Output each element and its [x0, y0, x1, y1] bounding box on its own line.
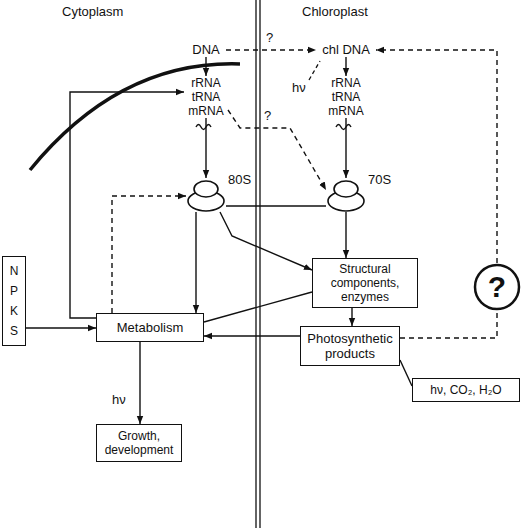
dna-label: DNA — [186, 42, 226, 57]
node-text: Metabolism — [103, 320, 197, 335]
dashed-connector — [376, 50, 497, 263]
rna-label: rRNA tRNA mRNA — [324, 76, 368, 118]
nuclear-envelope — [30, 64, 240, 170]
dna-label: chl DNA — [316, 42, 376, 57]
process-box: Metabolism — [96, 313, 204, 342]
node-text: rRNA tRNA mRNA — [184, 76, 228, 118]
connector — [345, 212, 346, 258]
connector — [195, 212, 196, 313]
input-box: hν, CO₂, H₂O — [412, 378, 520, 402]
connector — [345, 57, 346, 76]
connector — [226, 205, 326, 206]
ribosome-symbol — [186, 178, 226, 212]
connector — [400, 360, 412, 386]
edge-label: ? — [264, 30, 275, 46]
light-label: hν — [112, 392, 126, 408]
dashed-connector — [226, 49, 316, 50]
membrane-line — [259, 0, 260, 528]
connector — [220, 212, 312, 270]
ribosome-symbol — [326, 178, 366, 212]
process-box: Photosynthetic products — [300, 326, 400, 366]
small-subunit — [194, 181, 218, 197]
process-box: Growth, development — [96, 424, 182, 462]
connector — [204, 292, 312, 322]
node-text: 70S — [368, 172, 391, 188]
dashed-connector — [112, 196, 186, 313]
ribosome: 70S — [326, 178, 366, 212]
node-text: Photosynthetic products — [305, 331, 395, 361]
node-text: chl DNA — [316, 42, 376, 57]
small-subunit — [334, 181, 358, 197]
node-text: ? — [473, 263, 521, 311]
dashed-connector — [228, 110, 326, 190]
connector — [26, 327, 96, 328]
light-label: hν — [292, 80, 306, 96]
ribosome: 80S — [186, 178, 226, 212]
connector — [351, 308, 352, 326]
connector — [345, 118, 346, 178]
region-label: Chloroplast — [302, 4, 368, 20]
node-text: N P K S — [7, 261, 21, 341]
edge-label: ? — [262, 108, 273, 124]
rna-wave — [196, 125, 211, 130]
connector — [205, 118, 206, 178]
node-text: 80S — [228, 172, 251, 188]
rna-label: rRNA tRNA mRNA — [184, 76, 228, 118]
node-text: rRNA tRNA mRNA — [324, 76, 368, 118]
connector — [204, 335, 300, 336]
membrane-line — [255, 0, 256, 528]
region-label: Cytoplasm — [62, 4, 123, 20]
light-leader — [309, 61, 320, 80]
node-text: Growth, development — [101, 429, 177, 457]
question-circle: ? — [473, 263, 521, 311]
dashed-connector — [400, 311, 497, 338]
nutrient-box: N P K S — [2, 256, 26, 346]
rna-wave — [336, 125, 351, 130]
connector — [205, 57, 206, 76]
node-text: Structural components, enzymes — [316, 262, 414, 304]
node-text: hν, CO₂, H₂O — [417, 383, 515, 397]
node-text: DNA — [186, 42, 226, 57]
connector — [139, 342, 140, 424]
process-box: Structural components, enzymes — [312, 258, 418, 308]
connector — [70, 92, 184, 318]
